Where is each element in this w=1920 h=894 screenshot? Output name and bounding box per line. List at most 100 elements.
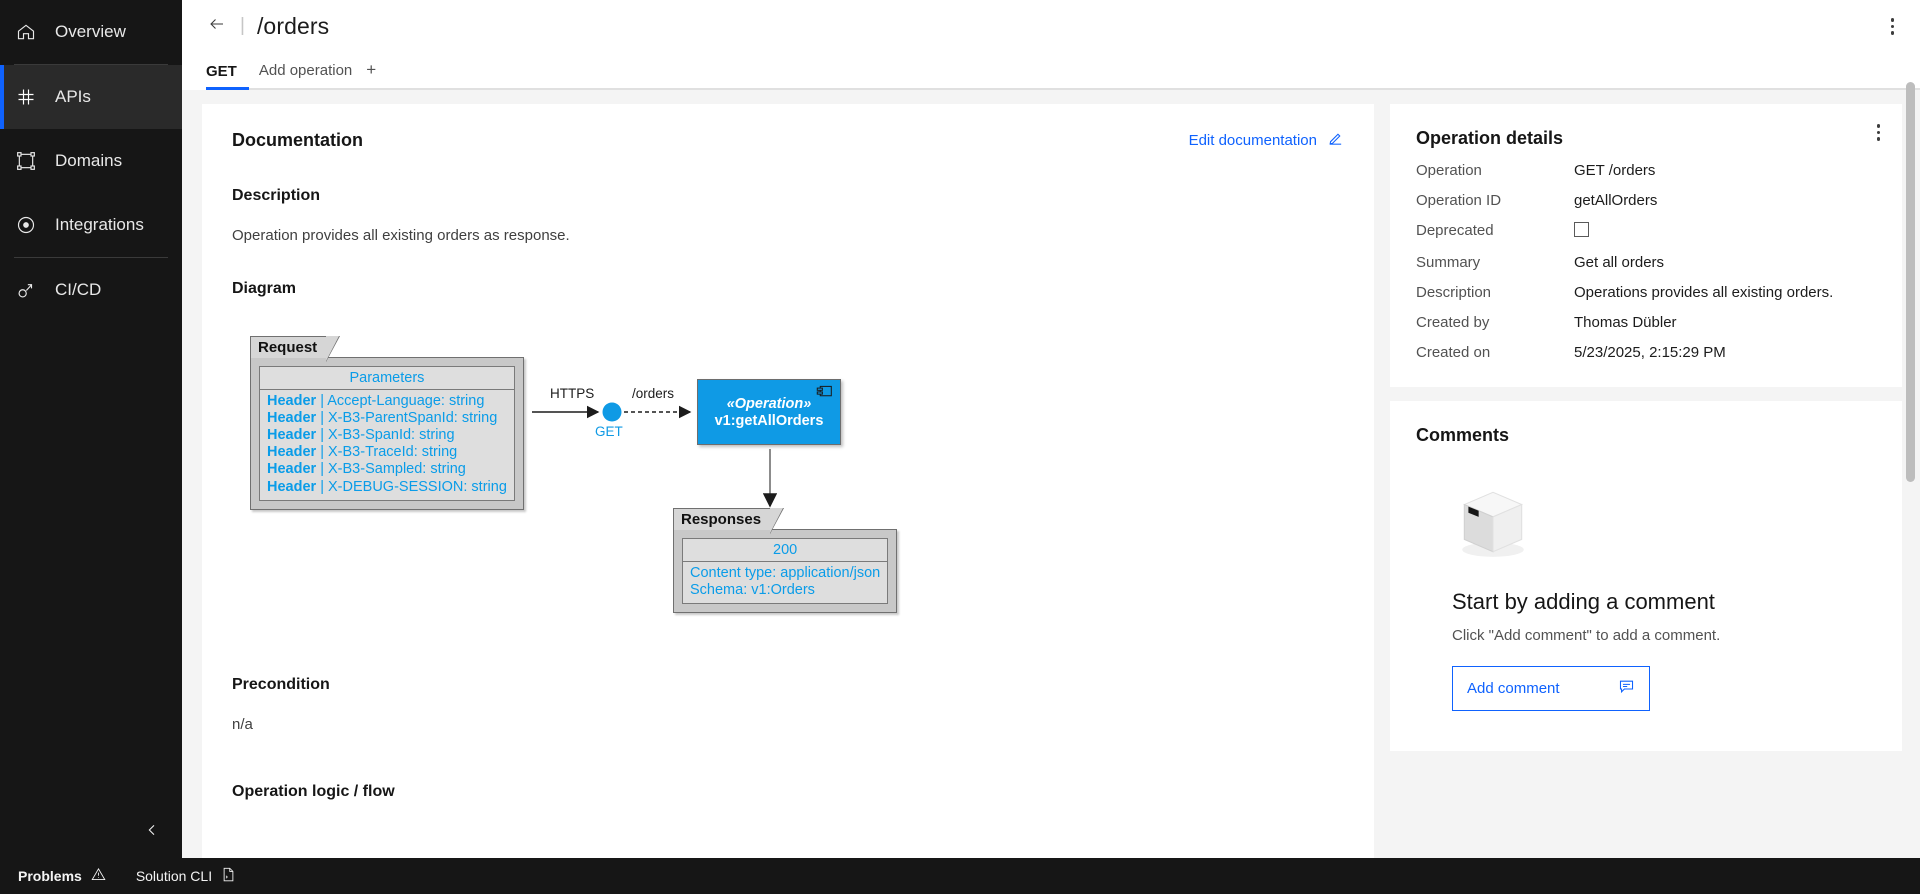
parameter-kind: Header [267, 410, 317, 427]
parameter-row: Header | X-DEBUG-SESSION: string [267, 479, 507, 496]
title-separator: | [240, 15, 245, 36]
detail-key: Description [1416, 284, 1492, 301]
detail-row: Summary Get all orders [1416, 254, 1876, 271]
detail-value: GET /orders [1574, 162, 1656, 179]
responses-package-body: 200 Content type: application/json Schem… [673, 529, 898, 614]
page-scrollbar[interactable] [1905, 82, 1916, 842]
responses-rows: Content type: application/json Schema: v… [683, 562, 887, 603]
detail-key: Operation [1416, 162, 1482, 179]
edge-protocol-label: HTTPS [550, 386, 595, 401]
tab-add-operation[interactable]: Add operation + [259, 60, 388, 90]
request-package-tab: Request [250, 336, 341, 362]
detail-row: Operation GET /orders [1416, 162, 1876, 179]
comments-empty-title: Start by adding a comment [1452, 589, 1715, 614]
detail-key: Created on [1416, 344, 1491, 361]
documentation-header: Documentation Edit documentation [232, 130, 1344, 151]
parameter-separator: | [320, 478, 324, 495]
tab-label: GET [206, 63, 237, 80]
sidebar-item-overview[interactable]: Overview [0, 0, 182, 64]
description-text: Operation provides all existing orders a… [232, 227, 570, 244]
sidebar-spacer [0, 322, 182, 806]
diagram-connectors [532, 402, 778, 508]
parameter-kind: Header [267, 478, 317, 495]
plus-icon: + [366, 60, 377, 79]
pipeline-icon [15, 279, 37, 301]
operation-node[interactable]: «Operation» v1:getAllOrders [697, 379, 841, 445]
comments-heading: Comments [1416, 425, 1510, 445]
response-row: Schema: v1:Orders [690, 582, 815, 599]
page-title: /orders [256, 12, 330, 39]
detail-value: Operations provides all existing orders. [1574, 284, 1834, 301]
warning-icon [91, 867, 106, 885]
sidebar-item-label: Domains [55, 151, 123, 170]
main-area: | /orders GET Add operation + [182, 0, 1920, 858]
page-overflow-menu-button[interactable] [1887, 14, 1899, 39]
parameter-separator: | [320, 461, 324, 478]
comment-icon [1618, 678, 1635, 699]
operation-logic-heading: Operation logic / flow [232, 783, 395, 800]
status-cli-label: Solution CLI [135, 868, 213, 884]
parameter-row: Header | X-B3-ParentSpanId: string [267, 410, 507, 427]
responses-table-title: 200 [683, 539, 888, 562]
parameter-separator: | [320, 393, 324, 409]
chevron-left-icon [144, 822, 160, 843]
parameter-kind: Header [267, 461, 317, 478]
edit-documentation-label: Edit documentation [1188, 132, 1317, 149]
home-icon [15, 21, 37, 43]
status-item-solution-cli[interactable]: Solution CLI [136, 867, 236, 885]
status-item-problems[interactable]: Problems [18, 867, 106, 885]
detail-key: Operation ID [1416, 192, 1502, 209]
detail-row: Created by Thomas Dübler [1416, 314, 1876, 331]
hash-icon [15, 86, 37, 108]
operation-details-panel: Operation details Operation GET /orders … [1390, 104, 1902, 387]
responses-package: Responses 200 Content type: application/… [673, 508, 898, 614]
parameter-separator: | [320, 410, 324, 427]
sidebar-item-integrations[interactable]: Integrations [0, 193, 182, 257]
detail-key: Created by [1416, 314, 1490, 331]
parameter-text: X-B3-ParentSpanId: string [328, 410, 498, 427]
detail-row: Description Operations provides all exis… [1416, 284, 1876, 301]
response-row: Content type: application/json [690, 565, 881, 581]
deprecated-checkbox[interactable] [1574, 222, 1589, 241]
sidebar-item-label: CI/CD [55, 280, 102, 299]
detail-row: Deprecated [1416, 222, 1876, 241]
sidebar-collapse-button[interactable] [0, 806, 182, 858]
parameter-kind: Header [267, 427, 317, 444]
comments-empty-subtitle: Click "Add comment" to add a comment. [1452, 627, 1721, 644]
detail-value: Get all orders [1574, 254, 1665, 271]
top-bar: | /orders GET Add operation + [182, 0, 1920, 90]
detail-value: 5/23/2025, 2:15:29 PM [1574, 344, 1726, 361]
description-heading: Description [232, 187, 321, 204]
detail-row: Operation ID getAllOrders [1416, 192, 1876, 209]
operation-details-heading: Operation details [1416, 128, 1564, 148]
right-column: Operation details Operation GET /orders … [1390, 104, 1902, 858]
edit-documentation-button[interactable]: Edit documentation [1189, 130, 1344, 151]
operation-details-menu-button[interactable] [1873, 120, 1885, 145]
parameter-row: Header | X-B3-SpanId: string [267, 427, 507, 444]
operation-tabs: GET Add operation + [182, 52, 1920, 90]
body-row: Overview APIs [0, 0, 1920, 858]
documentation-heading: Documentation [232, 130, 364, 150]
arrow-left-icon[interactable] [206, 15, 228, 37]
comments-panel: Comments Star [1390, 401, 1902, 751]
parameter-kind: Header [267, 393, 317, 409]
page-scrollbar-thumb[interactable] [1906, 82, 1915, 482]
sidebar-item-label: Overview [55, 22, 126, 41]
tab-get[interactable]: GET [206, 63, 259, 90]
parameter-separator: | [320, 444, 324, 461]
detail-key: Summary [1416, 254, 1481, 271]
request-package-tab-label: Request [258, 339, 318, 356]
terminal-doc-icon [221, 867, 236, 885]
add-comment-label: Add comment [1467, 680, 1560, 697]
sidebar-item-domains[interactable]: Domains [0, 129, 182, 193]
sidebar-item-label: Integrations [55, 215, 144, 234]
detail-value: getAllOrders [1574, 192, 1658, 209]
parameter-row: Header | X-B3-TraceId: string [267, 444, 507, 461]
circle-dot-icon [15, 214, 37, 236]
parameter-row: Header | Accept-Language: string [267, 393, 507, 410]
add-comment-button[interactable]: Add comment [1452, 666, 1650, 711]
parameter-text: Accept-Language: string [327, 393, 485, 409]
precondition-text: n/a [232, 716, 253, 733]
sidebar-item-cicd[interactable]: CI/CD [0, 258, 182, 322]
sidebar-item-apis[interactable]: APIs [0, 65, 182, 129]
